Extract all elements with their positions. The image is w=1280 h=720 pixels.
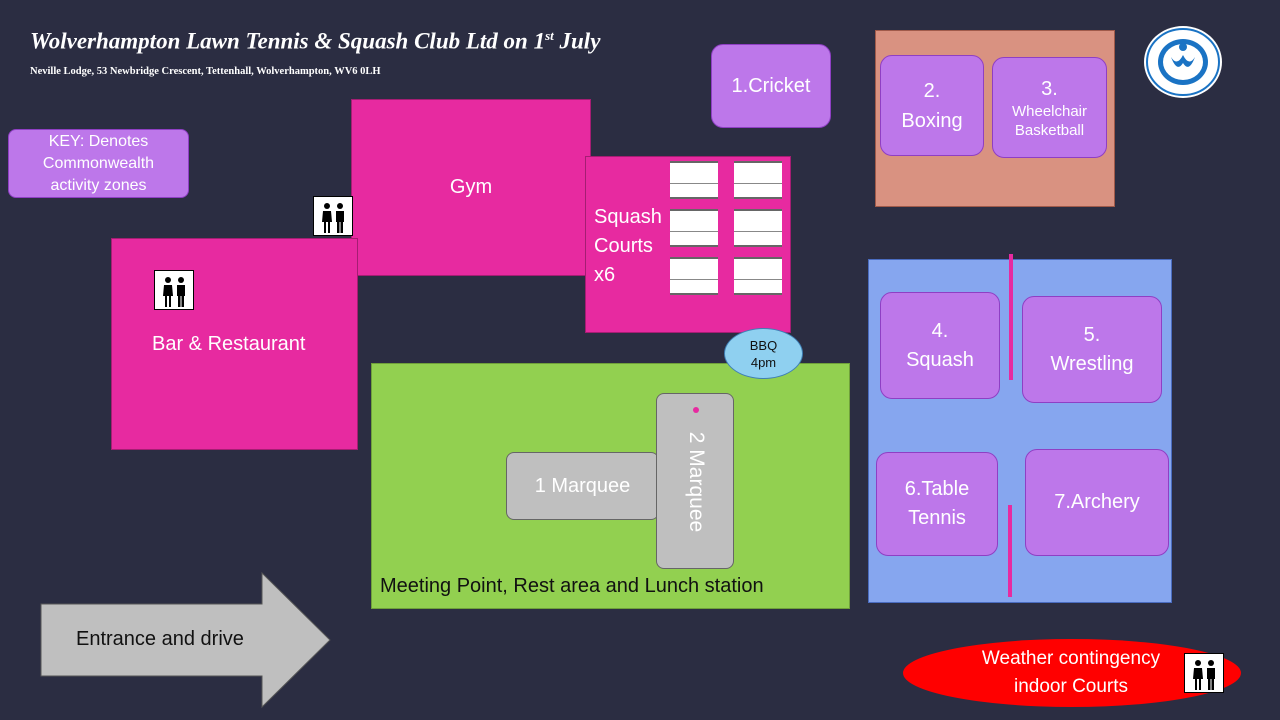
squash-court: [734, 209, 782, 247]
meeting-point-label: Meeting Point, Rest area and Lunch stati…: [380, 575, 764, 597]
zone-cricket: 1.Cricket: [711, 44, 831, 128]
male-figure-icon: [1206, 660, 1215, 690]
squash-court: [670, 161, 718, 199]
female-figure-icon: [162, 277, 173, 307]
marquee-1: 1 Marquee: [506, 452, 659, 520]
squash-court: [734, 257, 782, 295]
bbq-station: BBQ 4pm: [724, 328, 803, 379]
female-figure-icon: [1192, 660, 1203, 690]
zone-wrestling: 5. Wrestling: [1022, 296, 1162, 403]
weather-contingency-label: Weather contingency indoor Courts: [981, 648, 1161, 697]
entrance-arrow-icon: Entrance and drive: [40, 571, 332, 709]
toilets-icon: [154, 270, 194, 310]
marquee-2: 2 Marquee: [656, 393, 734, 569]
zone-wheelchair-basketball: 3. Wheelchair Basketball: [992, 57, 1107, 158]
club-logo-icon: [1143, 25, 1223, 99]
toilets-icon: [313, 196, 353, 236]
bar-restaurant-building: Bar & Restaurant: [111, 238, 358, 450]
zone-archery: 7.Archery: [1025, 449, 1169, 556]
male-figure-icon: [335, 203, 344, 233]
entrance-label: Entrance and drive: [76, 628, 244, 650]
club-logo-icon-graphic: [1144, 26, 1222, 98]
squash-courts-building: Squash Courts x6: [585, 156, 791, 333]
female-figure-icon: [321, 203, 332, 233]
zone-boxing: 2. Boxing: [880, 55, 984, 156]
marquee-2-marker: [693, 407, 699, 413]
meeting-lawn-area: Meeting Point, Rest area and Lunch stati…: [371, 363, 850, 609]
squash-court: [670, 209, 718, 247]
zone-table-tennis: 6.Table Tennis: [876, 452, 998, 556]
squash-court: [734, 161, 782, 199]
male-figure-icon: [176, 277, 185, 307]
toilets-icon: [1184, 653, 1224, 693]
bar-restaurant-label: Bar & Restaurant: [152, 333, 306, 355]
squash-court: [670, 257, 718, 295]
gym-building: Gym: [351, 99, 591, 276]
squash-courts-label: Squash Courts x6: [594, 206, 662, 286]
address: Neville Lodge, 53 Newbridge Crescent, Te…: [30, 66, 381, 77]
map-title: Wolverhampton Lawn Tennis & Squash Club …: [30, 28, 601, 54]
key-legend: KEY: Denotes Commonwealth activity zones: [8, 129, 189, 198]
marquee-2-label: 2 Marquee: [685, 431, 708, 533]
court-divider: [1009, 254, 1013, 380]
entrance-arrow-shape: [40, 571, 331, 709]
zone-squash: 4. Squash: [880, 292, 1000, 399]
court-divider: [1008, 505, 1012, 597]
